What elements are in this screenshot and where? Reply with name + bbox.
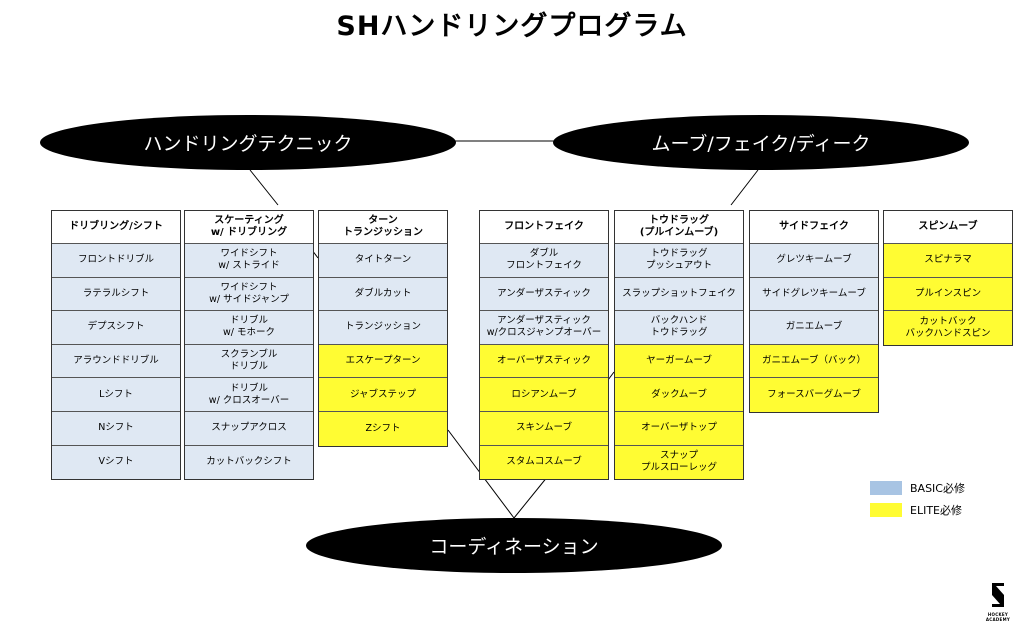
- technique-cell: ロシアンムーブ: [480, 378, 608, 412]
- technique-cell: トウドラッグ プッシュアウト: [615, 244, 743, 278]
- connector-col4-coordination: [513, 475, 549, 519]
- technique-cell: カットバックシフト: [185, 445, 313, 480]
- technique-cell: Lシフト: [52, 378, 180, 412]
- legend-elite-swatch: [870, 503, 902, 517]
- legend-basic-swatch: [870, 481, 902, 495]
- technique-cell: スクランブル ドリブル: [185, 344, 313, 379]
- technique-cell: フォースバーグムーブ: [750, 378, 878, 412]
- technique-cell: スラップショットフェイク: [615, 277, 743, 312]
- technique-cell: スキンムーブ: [480, 412, 608, 446]
- technique-cell: ダブルカット: [319, 277, 447, 312]
- technique-cell: ワイドシフト w/ サイドジャンプ: [185, 277, 313, 312]
- technique-cell: プルインスピン: [884, 277, 1012, 312]
- legend-basic: BASIC必修: [870, 480, 965, 496]
- column-3: ターン トランジッションタイトターンダブルカットトランジッションエスケープターン…: [318, 210, 448, 447]
- technique-cell: ダックムーブ: [615, 378, 743, 412]
- column-header: スケーティング w/ ドリブリング: [185, 211, 313, 244]
- technique-cell: ヤーガームーブ: [615, 344, 743, 379]
- technique-cell: ワイドシフト w/ ストライド: [185, 244, 313, 278]
- column-header: フロントフェイク: [480, 211, 608, 244]
- technique-cell: トランジッション: [319, 311, 447, 345]
- column-6: サイドフェイクグレツキームーブサイドグレツキームーブガニエムーブガニエムーブ（バ…: [749, 210, 879, 413]
- technique-cell: グレツキームーブ: [750, 244, 878, 278]
- column-header: トウドラッグ (プルインムーブ): [615, 211, 743, 244]
- connector-col4-col5: [607, 371, 615, 381]
- legend-elite: ELITE必修: [870, 502, 962, 518]
- node-handling-technique: ハンドリングテクニック: [40, 115, 456, 170]
- column-header: スピンムーブ: [884, 211, 1012, 244]
- node-move-fake-deke: ムーブ/フェイク/ディーク: [553, 115, 969, 170]
- technique-cell: ダブル フロントフェイク: [480, 244, 608, 278]
- column-7: スピンムーブスピナラマプルインスピンカットバック バックハンドスピン: [883, 210, 1013, 346]
- technique-cell: ドリブル w/ クロスオーバー: [185, 378, 313, 412]
- technique-cell: Vシフト: [52, 445, 180, 480]
- legend-basic-label: BASIC必修: [910, 482, 965, 495]
- logo-text: HOCKEY ACADEMY: [985, 612, 1011, 622]
- technique-cell: オーバーザトップ: [615, 412, 743, 446]
- technique-cell: アンダーザスティック w/クロスジャンプオーバー: [480, 311, 608, 345]
- technique-cell: スナップ プルスローレッグ: [615, 445, 743, 480]
- technique-cell: タイトターン: [319, 244, 447, 278]
- technique-cell: バックハンド トウドラッグ: [615, 311, 743, 345]
- column-5: トウドラッグ (プルインムーブ)トウドラッグ プッシュアウトスラップショットフェ…: [614, 210, 744, 481]
- connector-move-col5: [730, 169, 759, 206]
- technique-cell: デプスシフト: [52, 311, 180, 345]
- page-title: SHハンドリングプログラム: [336, 11, 688, 42]
- technique-cell: ラテラルシフト: [52, 277, 180, 312]
- column-header: ターン トランジッション: [319, 211, 447, 244]
- technique-cell: アンダーザスティック: [480, 277, 608, 312]
- technique-cell: ドリブル w/ モホーク: [185, 311, 313, 345]
- technique-cell: スタムコスムーブ: [480, 445, 608, 480]
- technique-cell: ジャブステップ: [319, 378, 447, 412]
- connector-handling-col2: [249, 169, 279, 206]
- hockey-academy-logo: HOCKEY ACADEMY: [982, 582, 1014, 622]
- S-logo-icon: [992, 583, 1004, 607]
- legend-elite-label: ELITE必修: [910, 504, 962, 517]
- technique-cell: エスケープターン: [319, 344, 447, 379]
- node-coordination: コーディネーション: [306, 518, 722, 573]
- technique-cell: スピナラマ: [884, 244, 1012, 278]
- technique-cell: スナップアクロス: [185, 412, 313, 446]
- column-header: サイドフェイク: [750, 211, 878, 244]
- technique-cell: サイドグレツキームーブ: [750, 277, 878, 312]
- column-header: ドリブリング/シフト: [52, 211, 180, 244]
- column-2: スケーティング w/ ドリブリングワイドシフト w/ ストライドワイドシフト w…: [184, 210, 314, 481]
- technique-cell: ガニエムーブ（バック）: [750, 344, 878, 379]
- technique-cell: Nシフト: [52, 412, 180, 446]
- technique-cell: Zシフト: [319, 412, 447, 446]
- technique-cell: オーバーザスティック: [480, 344, 608, 379]
- technique-cell: フロントドリブル: [52, 244, 180, 278]
- technique-cell: ガニエムーブ: [750, 311, 878, 345]
- column-4: フロントフェイクダブル フロントフェイクアンダーザスティックアンダーザスティック…: [479, 210, 609, 481]
- technique-cell: カットバック バックハンドスピン: [884, 311, 1012, 345]
- column-1: ドリブリング/シフトフロントドリブルラテラルシフトデプスシフトアラウンドドリブル…: [51, 210, 181, 481]
- technique-cell: アラウンドドリブル: [52, 344, 180, 379]
